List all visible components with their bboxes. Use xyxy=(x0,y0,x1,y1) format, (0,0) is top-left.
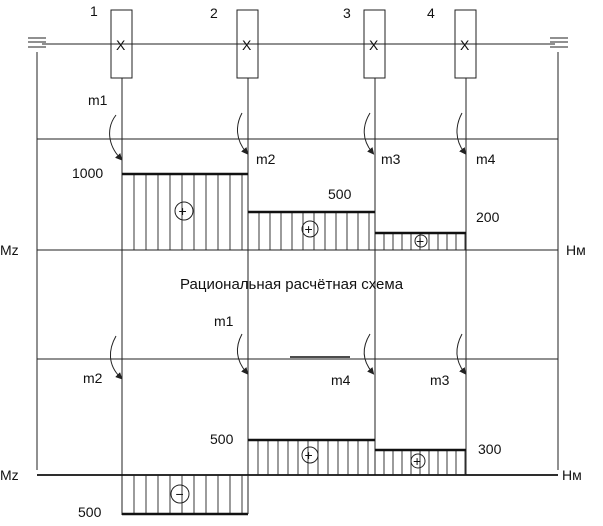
bottom-sign-circle-2 xyxy=(301,446,319,464)
top-moment-arrow-3-icon xyxy=(363,112,375,155)
top-moment-arrow-4-icon xyxy=(456,112,467,155)
top-moment-label-m3: m3 xyxy=(381,151,401,167)
top-moment-arrow-1-icon xyxy=(109,114,123,161)
pulley-3-mark: X xyxy=(369,37,379,53)
top-sign-1: + xyxy=(179,203,187,219)
top-axis-unit: Нм xyxy=(566,242,586,258)
bottom-sign-3: + xyxy=(413,453,421,469)
bottom-sign-2: + xyxy=(305,447,313,463)
right-bearing-icon xyxy=(550,37,568,48)
top-diagram: + + + m1 m2 m3 m4 1000 500 200 Mz Нм xyxy=(0,92,586,258)
top-sign-circle-3 xyxy=(414,234,428,248)
diagram-caption: Рациональная расчётная схема xyxy=(180,276,404,293)
pulley-number-2: 2 xyxy=(210,5,218,21)
bottom-sign-1: − xyxy=(176,486,184,502)
top-moment-arrow-2-icon xyxy=(237,112,249,155)
top-sign-circle-2 xyxy=(301,220,319,238)
bottom-moment-arrow-1-icon xyxy=(110,335,123,380)
bottom-moment-arrow-2-icon xyxy=(237,333,249,375)
top-moment-label-m2: m2 xyxy=(256,151,276,167)
top-value-1000: 1000 xyxy=(72,165,103,181)
shaft: X X X X 1 2 3 4 xyxy=(28,3,568,79)
bottom-value-500: 500 xyxy=(210,431,234,447)
pulley-number-1: 1 xyxy=(90,3,98,19)
bottom-value-minus-500: 500 xyxy=(78,504,102,520)
bottom-moment-label-m1: m1 xyxy=(214,313,234,329)
top-value-200: 200 xyxy=(476,209,500,225)
top-sign-circle-1 xyxy=(174,201,194,221)
bottom-moment-label-m4: m4 xyxy=(331,372,351,388)
bottom-moment-label-m3: m3 xyxy=(430,372,450,388)
top-moment-label-m1: m1 xyxy=(88,92,108,108)
bottom-sign-circle-1 xyxy=(170,484,190,504)
top-axis-label-mz: Mz xyxy=(0,242,19,258)
bottom-sign-circle-3 xyxy=(410,453,426,469)
bottom-axis-label-mz: Mz xyxy=(0,467,19,483)
pulley-4-mark: X xyxy=(460,37,470,53)
top-hatching xyxy=(133,174,466,250)
pulley-1-mark: X xyxy=(116,37,126,53)
bottom-value-300: 300 xyxy=(478,441,502,457)
top-sign-3: + xyxy=(416,233,424,249)
bottom-axis-unit: Нм xyxy=(562,467,582,483)
bottom-moment-arrow-3-icon xyxy=(363,333,375,375)
bottom-moment-label-m2: m2 xyxy=(83,370,103,386)
top-moment-label-m4: m4 xyxy=(476,151,496,167)
bottom-moment-arrow-4-icon xyxy=(456,333,467,375)
pulley-number-3: 3 xyxy=(343,5,351,21)
left-bearing-icon xyxy=(28,37,46,48)
top-value-500: 500 xyxy=(328,186,352,202)
pulley-number-4: 4 xyxy=(427,5,435,21)
top-sign-2: + xyxy=(305,221,313,237)
pulley-2-mark: X xyxy=(242,37,252,53)
bottom-diagram: − + + m2 m1 m4 m3 500 500 300 Mz Нм xyxy=(0,313,582,520)
